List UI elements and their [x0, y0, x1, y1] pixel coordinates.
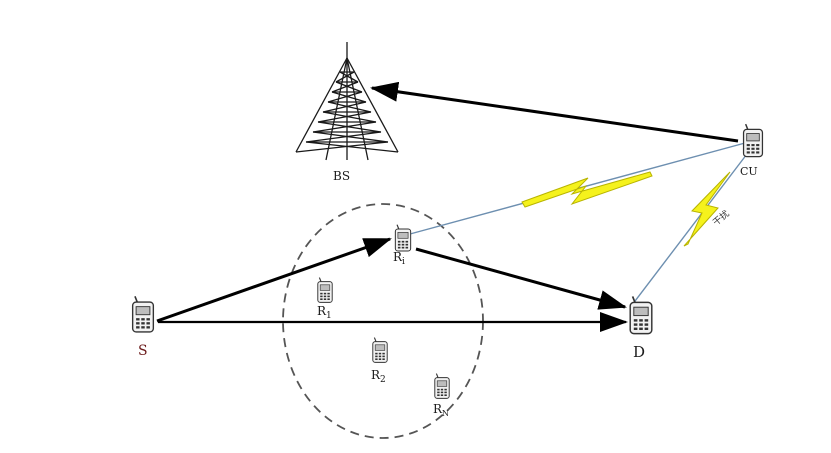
- relay-i-label: Ri: [393, 250, 405, 267]
- arrow-cu-to-bs: [370, 81, 739, 143]
- relay-2-phone-icon: [372, 337, 388, 363]
- cu-label: CU: [740, 165, 758, 178]
- lightning-bolt-lower-icon: [683, 171, 731, 247]
- source-phone-icon: [131, 295, 155, 333]
- relay-n-phone-icon: [434, 373, 450, 399]
- destination-phone-icon: [629, 295, 653, 335]
- arrow-s-to-ri: [156, 237, 392, 323]
- source-label: S: [138, 343, 148, 359]
- relay-1-phone-icon: [317, 277, 333, 303]
- bs-label: BS: [333, 169, 350, 183]
- relay-i-phone-icon: [394, 224, 412, 252]
- destination-label: D: [633, 343, 645, 361]
- cu-phone-icon: [742, 123, 764, 158]
- relay-1-label: R1: [317, 304, 332, 321]
- relay-2-label: R2: [371, 368, 386, 385]
- lightning-bolt-upper-icon: [521, 171, 653, 208]
- relay-n-label: RN: [433, 402, 449, 418]
- arrow-ri-to-d: [415, 247, 627, 310]
- bs-tower-icon: [295, 42, 399, 161]
